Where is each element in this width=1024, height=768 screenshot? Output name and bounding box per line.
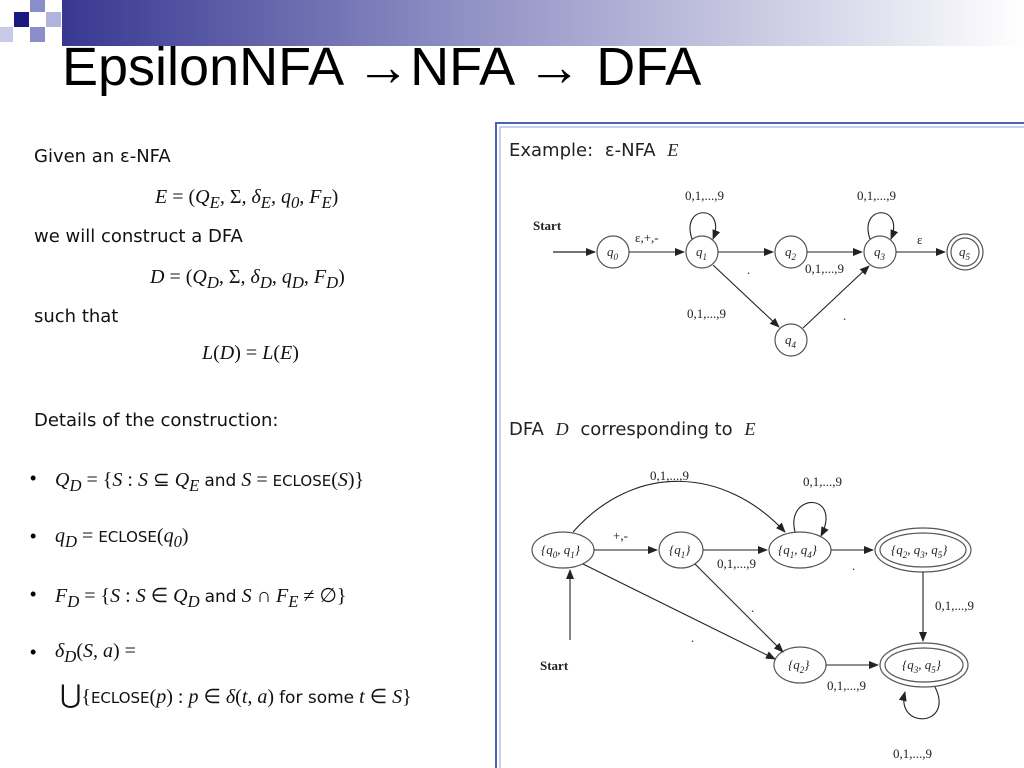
state-q5-accepting: q5 <box>946 233 984 271</box>
edge-q1-q4 <box>712 264 780 328</box>
dedge-q0q1-q2 <box>582 563 776 660</box>
state-q1: q1 <box>685 235 719 269</box>
svg-text:q3: q3 <box>874 244 886 262</box>
dloop-q1q4 <box>793 502 829 537</box>
equation-e: E = (QE, Σ, δE, q0, FE) <box>155 186 339 212</box>
dedge-label-dot-q1-q2: . <box>751 600 754 615</box>
equation-l: L(D) = L(E) <box>202 342 299 364</box>
dedge-q1-q2 <box>694 563 784 653</box>
edge-label-q2q3: 0,1,...,9 <box>805 261 844 276</box>
dfa-title: DFA D corresponding to E <box>509 419 755 440</box>
bullet-3-and: and <box>204 587 237 607</box>
svg-text:q5: q5 <box>959 244 971 262</box>
header-bar <box>0 0 1024 46</box>
dloop-label-q3q5: 0,1,...,9 <box>893 746 932 761</box>
header-decoration <box>0 0 1024 46</box>
bullet-4-marker: • <box>30 642 37 662</box>
edge-label-eps: ε <box>917 232 923 247</box>
equation-d: D = (QD, Σ, δD, qD, FD) <box>150 266 345 292</box>
example-title: Example: ε-NFA E <box>509 140 678 161</box>
edge-label-q1q4: 0,1,...,9 <box>687 306 726 321</box>
svg-text:q4: q4 <box>785 332 797 350</box>
bullet-2-marker: • <box>30 526 37 546</box>
given-text: Given an ε-NFA <box>34 146 171 167</box>
bullet-2: qD = ECLOSE(q0) <box>55 525 189 551</box>
dedge-label-q1-q14: 0,1,...,9 <box>717 556 756 571</box>
dedge-label-dot-q01-q2: . <box>691 630 694 645</box>
dstate-q2q3q5: {q2, q3, q5} <box>874 527 972 573</box>
bullet-1-eclose: ECLOSE <box>272 472 332 490</box>
svg-text:q2: q2 <box>785 244 797 262</box>
square-dark <box>14 12 29 27</box>
dedge-q0q1-q1q4 <box>572 480 786 533</box>
dstate-q1q4: {q1, q4} <box>768 531 832 569</box>
svg-text:q1: q1 <box>696 244 707 262</box>
svg-text:q0: q0 <box>607 244 619 262</box>
page-title: EpsilonNFA →NFA → DFA <box>62 37 702 97</box>
start-label-dfa: Start <box>540 658 569 673</box>
panel-border <box>495 122 1024 768</box>
loop-label-q1: 0,1,...,9 <box>685 188 724 203</box>
automata-diagrams: Example: ε-NFA E DFA D corresponding to … <box>495 122 1024 768</box>
construct-text: we will construct a DFA <box>34 226 243 247</box>
state-q3: q3 <box>863 235 897 269</box>
bullet-3-marker: • <box>30 584 37 604</box>
state-q0: q0 <box>596 235 630 269</box>
bullet-4-union: ⋃{ECLOSE(p) : p ∈ δ(t, a) for some t ∈ S… <box>60 680 412 709</box>
dstate-q2: {q2} <box>773 646 827 684</box>
bullet-4: δD(S, a) = <box>55 640 136 666</box>
start-label-nfa: Start <box>533 218 562 233</box>
bullet-1-and: and <box>204 471 237 491</box>
dedge-label-dot-14-235: . <box>852 558 855 573</box>
such-that-text: such that <box>34 306 119 327</box>
loop-q3 <box>867 212 899 240</box>
bullet-5-eclose: ECLOSE <box>90 689 150 707</box>
dstate-q3q5: {q3, q5} <box>879 642 969 688</box>
edge-q4-q3 <box>802 265 870 329</box>
state-q2: q2 <box>774 235 808 269</box>
dedge-label-235-35: 0,1,...,9 <box>935 598 974 613</box>
dloop-label-q1q4: 0,1,...,9 <box>803 474 842 489</box>
edge-label-dot-q1q2: . <box>747 262 750 277</box>
dedge-label-q2-q35: 0,1,...,9 <box>827 678 866 693</box>
dedge-label-top: 0,1,...,9 <box>650 468 689 483</box>
dstate-q0q1: {q0, q1} <box>531 531 595 569</box>
bullet-3: FD = {S : S ∈ QD and S ∩ FE ≠ ∅} <box>55 585 347 611</box>
loop-q1 <box>689 212 721 240</box>
dstate-q1: {q1} <box>658 531 704 569</box>
details-text: Details of the construction: <box>34 410 279 431</box>
bullet-2-eclose: ECLOSE <box>98 528 157 546</box>
dedge-label-pm: +,- <box>613 528 628 543</box>
bullet-1: QD = {S : S ⊆ QE and S = ECLOSE(S)} <box>55 469 365 495</box>
state-q4: q4 <box>774 323 808 357</box>
edge-label-dot-q4q3: . <box>843 308 846 323</box>
bullet-5-for: for some <box>279 688 355 708</box>
right-panel: Example: ε-NFA E DFA D corresponding to … <box>495 122 1024 768</box>
svg-text:{q1}: {q1} <box>669 542 691 560</box>
loop-label-q3: 0,1,...,9 <box>857 188 896 203</box>
bullet-1-marker: • <box>30 468 37 488</box>
dloop-q3q5 <box>898 686 940 720</box>
svg-text:{q2}: {q2} <box>788 657 810 675</box>
edge-label-eps-pm: ε,+,- <box>635 230 659 245</box>
